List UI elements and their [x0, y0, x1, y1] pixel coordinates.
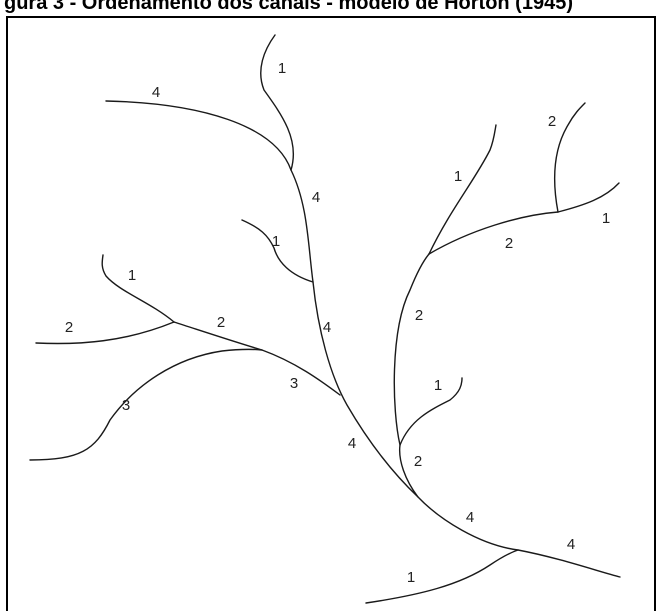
tributary-order-3 [30, 349, 262, 460]
order-label: 4 [348, 435, 356, 452]
main-stream-order-4 [106, 101, 620, 577]
order-label: 1 [407, 569, 415, 586]
order-label: 4 [152, 84, 160, 101]
order-label: 1 [278, 60, 286, 77]
tributary-far-left-order-2 [36, 322, 174, 344]
order-label: 3 [122, 397, 130, 414]
tributary-left-order-2 [102, 255, 174, 322]
order-label: 1 [272, 233, 280, 250]
tributary-mid-order-1 [242, 220, 313, 282]
right-stream-order-2 [394, 254, 429, 497]
order-label: 1 [602, 210, 610, 227]
segment-order-2 [174, 322, 340, 395]
order-label: 1 [434, 377, 442, 394]
order-label: 4 [312, 189, 320, 206]
order-label: 2 [414, 453, 422, 470]
order-label: 1 [128, 267, 136, 284]
order-label: 2 [548, 113, 556, 130]
order-label: 2 [505, 235, 513, 252]
far-right-top-order-2 [555, 103, 585, 212]
bottom-tributary-order-1 [366, 550, 518, 603]
order-label: 3 [290, 375, 298, 392]
right-small-order-1 [400, 378, 462, 445]
tributary-top-order-1 [261, 35, 294, 170]
order-label: 2 [65, 319, 73, 336]
right-tributary-order-1 [429, 125, 496, 254]
order-label: 4 [567, 536, 575, 553]
order-label: 2 [217, 314, 225, 331]
order-label: 4 [466, 509, 474, 526]
order-label: 1 [454, 168, 462, 185]
order-label: 4 [323, 319, 331, 336]
far-right-order-1 [558, 183, 619, 212]
order-label: 2 [415, 307, 423, 324]
